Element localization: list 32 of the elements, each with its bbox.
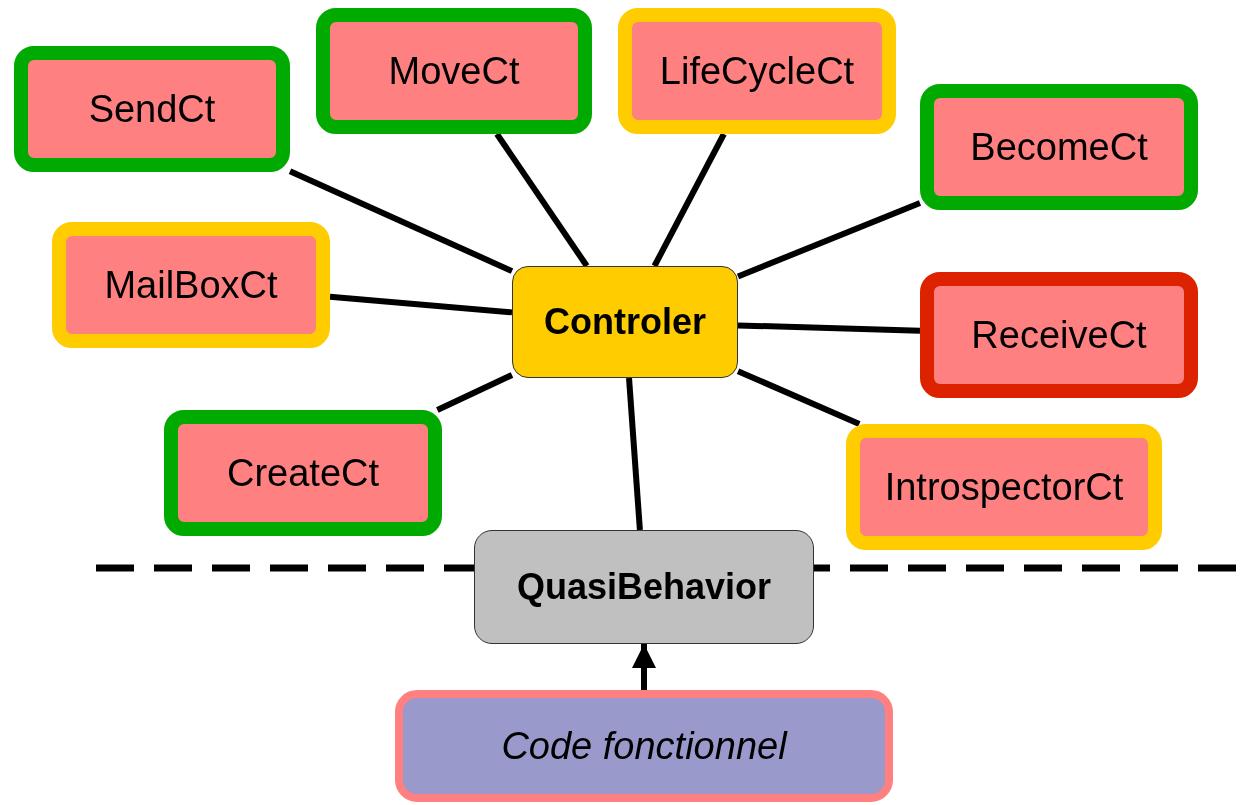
node-label: SendCt bbox=[88, 87, 216, 131]
connector-line bbox=[626, 377, 643, 531]
behavior-box bbox=[474, 530, 814, 644]
node-label: CreateCt bbox=[226, 451, 380, 495]
connector-line bbox=[494, 132, 590, 268]
node-label: QuasiBehavior bbox=[516, 566, 772, 608]
component-box bbox=[52, 222, 330, 348]
connector-line bbox=[736, 200, 922, 280]
connector-line bbox=[736, 368, 861, 427]
connector-line bbox=[329, 293, 513, 316]
node-label: ReceiveCt bbox=[971, 313, 1147, 357]
component-box bbox=[14, 46, 290, 172]
component-box bbox=[920, 84, 1198, 210]
code-box bbox=[395, 690, 893, 802]
controller-box bbox=[512, 266, 738, 378]
node-label: IntrospectorCt bbox=[884, 465, 1124, 509]
node-label: LifeCycleCt bbox=[659, 49, 855, 93]
connector-line bbox=[737, 322, 921, 334]
node-label: Controler bbox=[544, 301, 706, 343]
component-box bbox=[316, 8, 592, 134]
component-box bbox=[618, 8, 896, 134]
node-label: Code fonctionnel bbox=[501, 724, 787, 768]
component-box bbox=[164, 410, 442, 536]
component-box bbox=[846, 424, 1162, 550]
connector-line bbox=[651, 132, 727, 268]
node-label: MoveCt bbox=[388, 49, 520, 93]
node-label: BecomeCt bbox=[970, 125, 1148, 169]
connector-line bbox=[436, 372, 514, 413]
arrow bbox=[632, 644, 656, 690]
component-box bbox=[920, 272, 1198, 398]
node-label: MailBoxCt bbox=[104, 263, 278, 307]
connector-line bbox=[288, 168, 514, 274]
